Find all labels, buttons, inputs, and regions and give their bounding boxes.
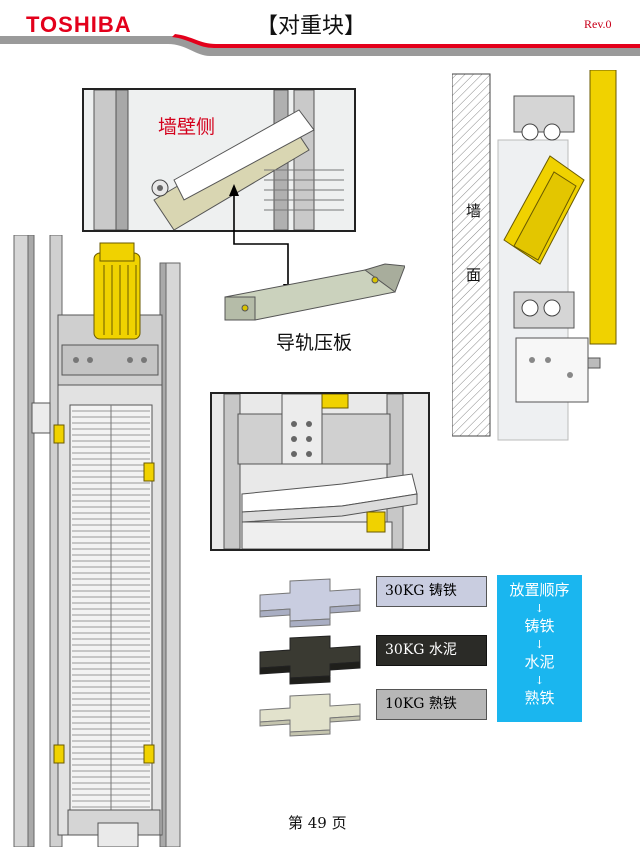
- toshiba-logo: TOSHIBA: [26, 12, 132, 37]
- order-step-2: 水泥: [524, 653, 555, 671]
- wall-side-detail-frame: 墙壁侧: [82, 88, 356, 232]
- revision-label: Rev.0: [584, 17, 612, 31]
- rail-clip-drawing: [224, 263, 405, 321]
- page-title: 【对重块】: [256, 14, 367, 39]
- weight-label-wrought-iron: 10KG 熟铁: [376, 689, 487, 720]
- weight-label-concrete: 30KG 水泥: [376, 635, 487, 666]
- rail-clip-label: 导轨压板: [276, 332, 353, 354]
- down-arrow-icon: ↓: [534, 602, 545, 615]
- wrought-iron-block-drawing: [259, 693, 361, 737]
- order-step-3: 熟铁: [524, 689, 555, 707]
- down-arrow-icon: ↓: [534, 674, 545, 687]
- stack-top-detail-drawing: [212, 394, 428, 549]
- plan-view-figure: [452, 70, 617, 441]
- header-stripe: [0, 34, 640, 56]
- counterweight-elevation-figure: [13, 235, 181, 847]
- concrete-block-drawing: [259, 635, 361, 685]
- placement-order-title: 放置顺序: [509, 581, 570, 599]
- stack-top-detail-frame: [210, 392, 430, 551]
- wall-side-detail-drawing: [84, 90, 354, 230]
- down-arrow-icon: ↓: [534, 638, 545, 651]
- cast-iron-block-drawing: [259, 578, 361, 628]
- placement-order-box: 放置顺序 ↓ 铸铁 ↓ 水泥 ↓ 熟铁: [497, 575, 582, 722]
- wall-side-label: 墙壁侧: [158, 116, 216, 138]
- weight-label-cast-iron: 30KG 铸铁: [376, 576, 487, 607]
- wall-label-2: 面: [466, 266, 482, 284]
- wall-label-1: 墙: [466, 202, 482, 220]
- order-step-1: 铸铁: [524, 617, 555, 635]
- page-number: 第 49 页: [288, 814, 347, 832]
